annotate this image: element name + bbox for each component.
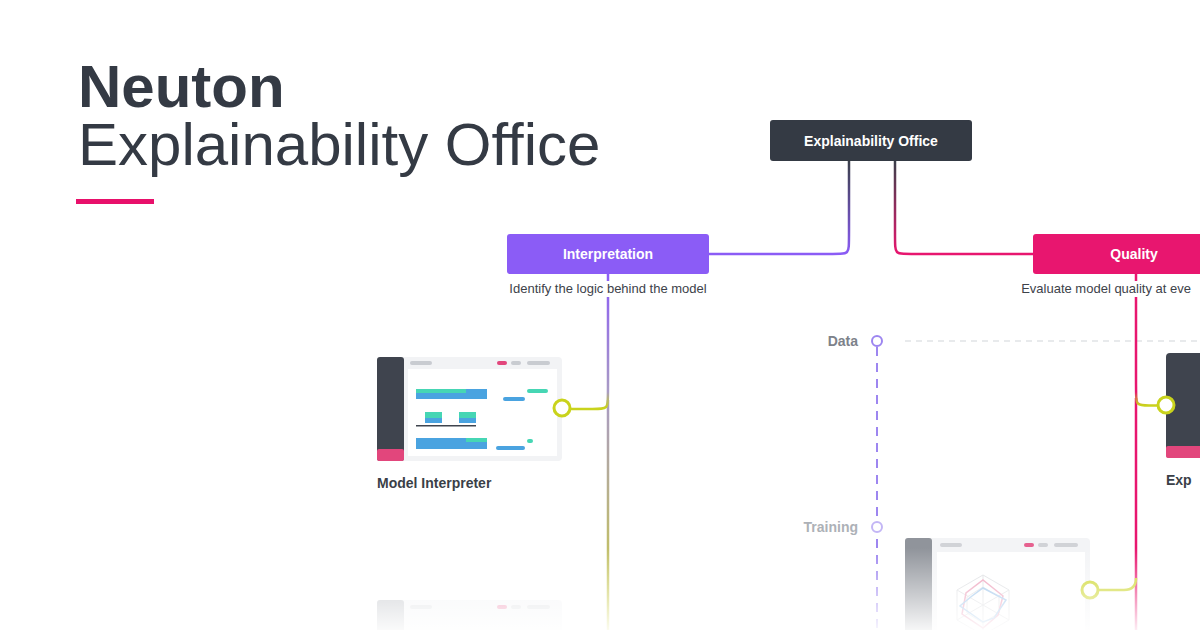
connector-ring [554, 400, 570, 416]
category-box: QualityEvaluate model quality at eve [1033, 234, 1200, 274]
caption-holder: Evaluate model quality at eve [1018, 281, 1194, 297]
screenshot-card [905, 538, 1090, 630]
caption-holder: Identify the logic behind the model [506, 281, 709, 297]
card-title: Exp [1166, 472, 1192, 489]
caption-holder: Model Interpreter [377, 475, 491, 492]
caption-holder: Exp [1166, 472, 1192, 489]
box-label: Interpretation [507, 234, 709, 274]
timeline-dot [872, 522, 882, 532]
title-block: Neuton Explainability Office [78, 58, 623, 174]
title-underline [76, 199, 154, 204]
box-label: Quality [1033, 234, 1200, 274]
page-title: Neuton Explainability Office [78, 58, 623, 174]
timeline-dot [872, 336, 882, 346]
connector [709, 161, 849, 254]
box-description: Evaluate model quality at eve [1018, 281, 1194, 297]
connector-ring [1158, 397, 1174, 413]
screenshot-card [377, 600, 562, 630]
box-description: Identify the logic behind the model [506, 281, 709, 297]
category-box: InterpretationIdentify the logic behind … [507, 234, 709, 274]
grid-line [905, 340, 1200, 342]
label-holder: Training [802, 518, 860, 536]
tool-card: Model Interpreter [377, 357, 562, 461]
screenshot-card [1166, 353, 1200, 458]
root-box: Explainability Office [770, 120, 972, 161]
connector-ring [1082, 582, 1098, 598]
stage-label: Training [802, 518, 860, 536]
stage-label: Data [826, 332, 860, 350]
connector [895, 161, 1033, 254]
box-label: Explainability Office [770, 120, 972, 161]
card-title: Model Interpreter [377, 475, 491, 492]
timeline [876, 347, 878, 630]
branch-line [607, 400, 610, 630]
branch-line [1090, 578, 1136, 590]
bottom-fade [0, 548, 1200, 630]
screenshot-card [377, 357, 562, 461]
branch-line [1135, 398, 1138, 630]
label-holder: Data [826, 332, 860, 350]
tool-card: Exp [1166, 353, 1200, 458]
